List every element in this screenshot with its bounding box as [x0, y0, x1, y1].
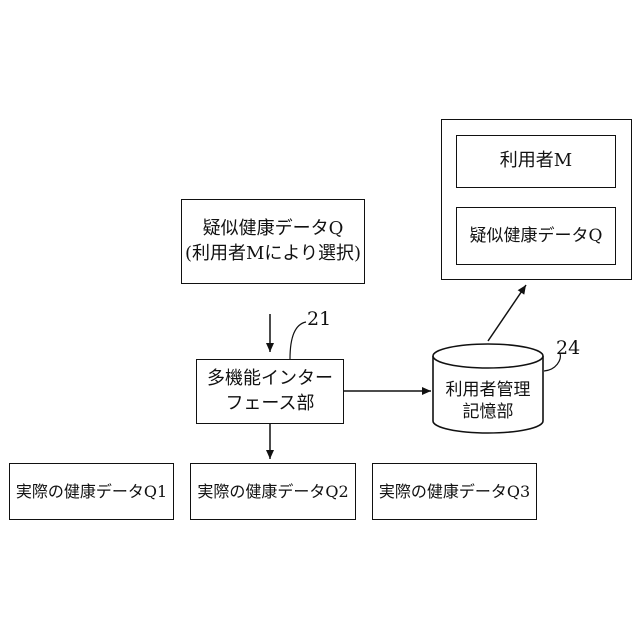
actual-q2-label: 実際の健康データQ2	[197, 481, 348, 503]
interface-label-line1: 多機能インター	[207, 367, 333, 391]
pseudo-box-title: 疑似健康データQ	[203, 217, 344, 241]
actual-health-data-q2-box: 実際の健康データQ2	[190, 463, 356, 520]
interface-label-line2: フェース部	[225, 392, 314, 416]
pseudo-health-data-box: 疑似健康データQ (利用者Mにより選択)	[181, 199, 365, 284]
pseudo-box-subtitle: (利用者Mにより選択)	[185, 242, 361, 266]
storage-label-line2: 記憶部	[433, 401, 543, 423]
actual-health-data-q3-box: 実際の健康データQ3	[372, 463, 537, 520]
actual-health-data-q1-box: 実際の健康データQ1	[9, 463, 174, 520]
ref-number-24: 24	[556, 337, 580, 359]
record-pseudo-data-label: 疑似健康データQ	[470, 225, 603, 248]
storage-label-line1: 利用者管理	[433, 379, 543, 401]
arrow-storage-to-record	[488, 285, 526, 341]
record-pseudo-data-box: 疑似健康データQ	[456, 207, 616, 265]
storage-label: 利用者管理 記憶部	[433, 379, 543, 423]
record-user-label: 利用者M	[500, 149, 572, 173]
actual-q1-label: 実際の健康データQ1	[16, 481, 167, 503]
leader-21	[290, 322, 306, 359]
actual-q3-label: 実際の健康データQ3	[379, 481, 530, 503]
record-user-box: 利用者M	[456, 135, 616, 188]
multifunction-interface-box: 多機能インター フェース部	[196, 359, 344, 424]
ref-number-21: 21	[307, 308, 331, 330]
